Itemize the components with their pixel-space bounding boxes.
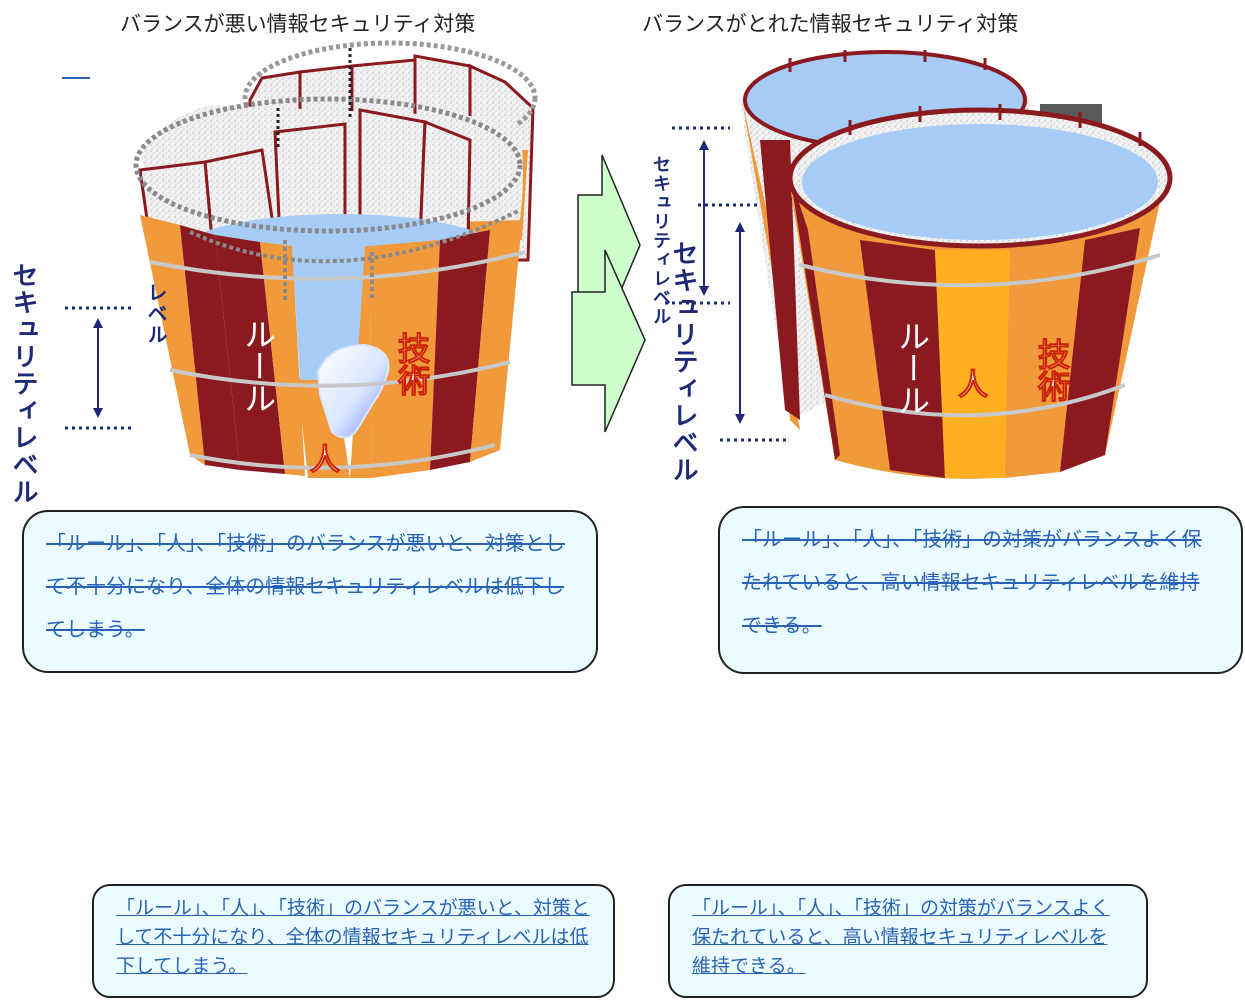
arrow-lower	[571, 249, 646, 433]
stave-label-rule-right: ルール	[894, 320, 930, 416]
security-level-label-fragment: レベル	[144, 282, 168, 345]
callout-balanced-large: 「ルール」、「人」、「技術」の対策がバランスよく保たれていると、高い情報セキュリ…	[718, 506, 1243, 674]
callout-balanced-small: 「ルール」、「人」、「技術」の対策がバランスよく保たれていると、高い情報セキュリ…	[668, 884, 1148, 998]
security-level-label-left: セキュリティレベル	[8, 262, 38, 505]
leak-patch	[316, 343, 390, 439]
security-level-label-right-small: セキュリティレベル	[650, 155, 671, 326]
stave-label-person-right: 人	[958, 369, 988, 402]
security-level-label-right-large: セキュリティレベル	[668, 240, 698, 483]
unbalanced-barrel: ルール 技術 人	[62, 40, 538, 478]
heading-balanced: バランスがとれた情報セキュリティ対策	[642, 12, 1019, 36]
callout-text: 「ルール」、「人」、「技術」の対策がバランスよく保たれていると、高い情報セキュリ…	[692, 897, 1110, 977]
balanced-barrels: ルール 人 技術	[665, 50, 1173, 479]
callout-text: 「ルール」、「人」、「技術」の対策がバランスよく保たれていると、高い情報セキュリ…	[742, 527, 1202, 637]
stave-label-rule-left: ルール	[240, 318, 276, 414]
heading-unbalanced: バランスが悪い情報セキュリティ対策	[120, 12, 476, 36]
stave-label-person-left: 人	[310, 444, 340, 477]
callout-unbalanced-large: 「ルール」、「人」、「技術」のバランスが悪いと、対策として不十分になり、全体の情…	[22, 510, 598, 673]
callout-unbalanced-small: 「ルール」、「人」、「技術」のバランスが悪いと、対策として不十分になり、全体の情…	[92, 884, 615, 998]
callout-text: 「ルール」、「人」、「技術」のバランスが悪いと、対策として不十分になり、全体の情…	[116, 897, 590, 977]
stave-label-tech-left: 技術	[394, 332, 431, 396]
callout-text: 「ルール」、「人」、「技術」のバランスが悪いと、対策として不十分になり、全体の情…	[46, 531, 565, 641]
transition-arrows	[571, 154, 646, 433]
stave-label-tech-right: 技術	[1034, 338, 1071, 402]
balanced-front-barrel: ルール 人 技術	[787, 104, 1173, 479]
water-surface-balanced	[802, 124, 1158, 240]
